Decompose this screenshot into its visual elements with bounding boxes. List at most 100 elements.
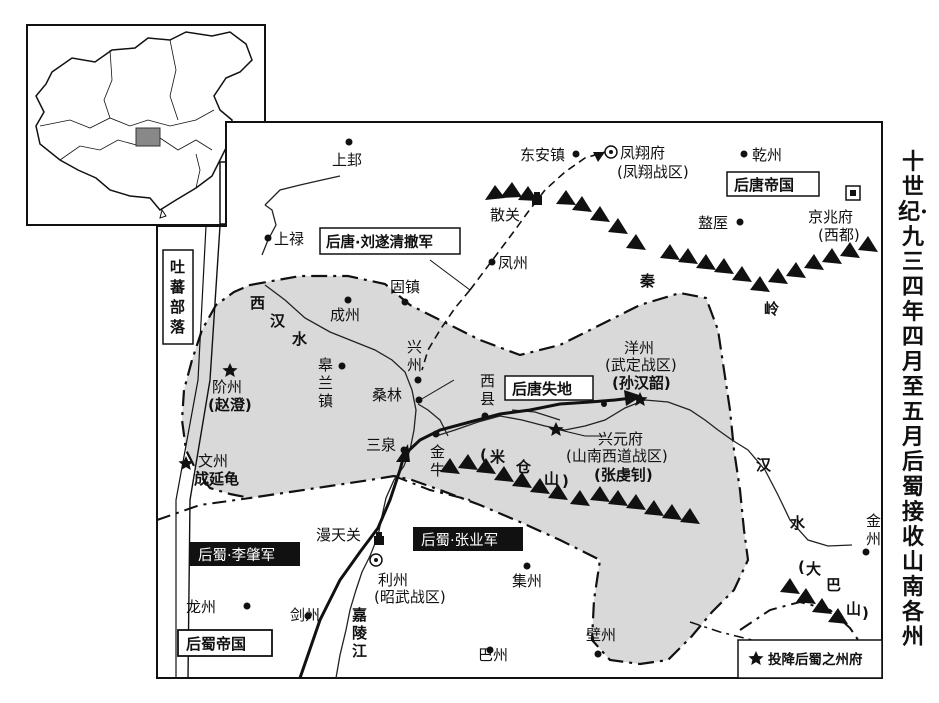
place-longzhou: 龙州 [186,598,216,616]
box-hou-tang-lost: 后唐失地 [504,375,594,401]
svg-text:蕃: 蕃 [169,278,186,296]
svg-text:牛: 牛 [430,461,445,479]
mountain-micang-0: ( [480,446,487,464]
place-fengxiang: 凤翔府 [620,144,665,162]
place-jinzhou: 金州 [866,512,881,548]
place-fengzhou: 凤州 [498,254,528,272]
box-hou-shu-empire: 后蜀帝国 [177,629,273,657]
mountain-daba-4: ) [862,604,869,622]
place-shangjin: 上邽 [332,151,362,169]
box-zhang-ye-army: 后蜀·张业军 [413,527,523,551]
mountain-micang-2: 仓 [515,458,532,476]
box-liu-retreat: 后唐·刘遂清撤军 [319,227,461,255]
place-sanquan: 三泉 [366,436,396,454]
svg-text:兰: 兰 [318,374,333,392]
place-gaolan: 皋兰镇 [318,356,333,410]
place-lizhou-sub: (昭武战区) [374,588,446,606]
river-xihan-1: 西 [250,294,265,312]
river-jialing-2: 陵 [352,624,368,642]
place-yangzhou-sub: (武定战区) [605,356,677,374]
svg-text:金: 金 [866,512,881,530]
svg-text:州: 州 [866,530,881,548]
place-jiezhou: 阶州 [212,378,242,396]
svg-text:后蜀帝国: 后蜀帝国 [186,635,246,653]
feature-labels: 西 汉 水 汉 水 嘉 陵 江 秦 岭 ( 米 仓 山 ) ( 大 巴 山 ) [250,272,869,660]
river-han-2: 水 [790,514,806,532]
star-icon [222,363,238,377]
place-yangzhou: 洋州 [624,339,654,357]
mountain-daba-3: 山 [846,600,861,618]
svg-text:后蜀·李肇军: 后蜀·李肇军 [198,547,275,564]
legend-label: 投降后蜀之州府 [768,651,863,668]
place-bizhou: 壁州 [586,626,616,644]
place-sanglin: 桑林 [372,386,402,404]
star-icon [632,392,648,406]
jingzhao-marker [845,185,861,201]
mountain-daba-1: 大 [806,560,821,578]
settlement-dots [243,138,870,658]
capital-markers [369,145,618,567]
place-labels: 上邽 东安镇 凤翔府 (凤翔战区) 乾州 京兆府 (西都) 散关 盩厔 上禄 凤… [186,144,881,664]
place-mantian: 漫天关 [316,526,361,544]
star-icon [548,422,564,436]
place-wenzhou-gov: 成延龟 [194,470,239,488]
mountain-daba-0: ( [798,558,805,576]
mountain-daba-2: 巴 [826,576,841,594]
place-jingzhao: 京兆府 [808,208,853,226]
legend-star-icon [748,651,764,665]
box-hou-tang-empire: 后唐帝国 [726,171,820,197]
river-jialing-1: 嘉 [351,606,367,624]
place-xingyuan-gov: (张虔钊) [594,466,653,484]
place-qianzhou: 乾州 [752,146,782,164]
star-icon [178,456,194,470]
legend: 投降后蜀之州府 [737,639,883,679]
place-guzhen: 固镇 [390,278,420,296]
svg-text:兴: 兴 [407,338,422,356]
svg-text:后唐·刘遂清撤军: 后唐·刘遂清撤军 [326,233,433,251]
svg-text:后唐失地: 后唐失地 [512,380,572,398]
qinling-mountains [485,182,878,292]
place-shanglu: 上禄 [274,230,304,248]
svg-text:皋: 皋 [318,356,333,374]
river-han-1: 汉 [756,456,772,474]
inset-highlight [135,127,161,147]
place-jiezhou-gov: (赵澄) [208,396,252,414]
place-sanguan: 散关 [490,206,520,224]
box-tubo: 吐 蕃 部 落 [162,249,194,345]
svg-text:县: 县 [480,390,495,408]
place-zhouzhi: 盩厔 [698,214,728,232]
place-xingzhou: 兴州 [407,338,422,374]
mountain-micang-3: 山 [544,470,559,488]
svg-text:州: 州 [407,356,422,374]
place-dongan: 东安镇 [520,146,565,164]
surrender-stars [178,363,648,470]
place-bazhou: 巴州 [478,646,508,664]
place-yangzhou-gov: (孙汉韶) [612,374,671,392]
river-xihan-2: 汉 [270,312,286,330]
svg-text:后蜀·张业军: 后蜀·张业军 [421,532,498,549]
occupied-region [180,274,750,666]
place-fengxiang-sub: (凤翔战区) [617,163,689,181]
micang-mountains [440,454,700,524]
daba-mountains [780,578,848,624]
place-lizhou: 利州 [378,571,408,589]
svg-text:西: 西 [480,372,495,390]
svg-text:吐: 吐 [170,258,185,276]
place-jingzhao-sub: (西都) [818,226,860,244]
place-xingyuan-sub: (山南西道战区) [566,447,668,465]
place-xingyuan: 兴元府 [598,430,643,448]
mountain-qin: 秦 [639,272,656,290]
river-xihan-3: 水 [292,330,308,348]
place-jinniu: 金牛 [430,443,445,479]
place-jianzhou: 剑州 [290,606,320,624]
map-title: 十世纪·九三四年四月至五月 后蜀接收山南各州 [898,149,928,650]
river-jialing-3: 江 [352,642,367,660]
mountain-ling: 岭 [764,300,779,318]
box-li-zhao-army: 后蜀·李肇军 [190,542,300,566]
svg-text:镇: 镇 [318,392,333,410]
svg-text:后唐帝国: 后唐帝国 [734,176,794,194]
place-chengzhou: 成州 [330,306,360,324]
mountain-micang-1: 米 [490,448,506,466]
place-wenzhou: 文州 [198,452,228,470]
